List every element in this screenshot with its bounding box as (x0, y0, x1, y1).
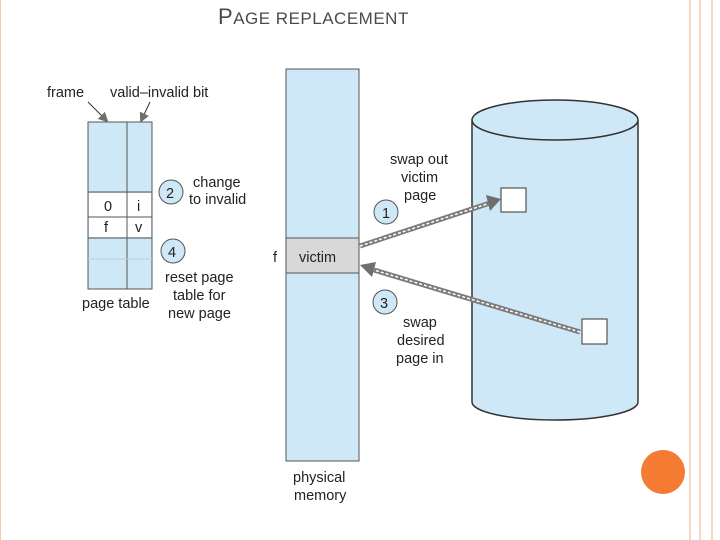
step-3-line3: page in (396, 351, 444, 367)
bit-pointer-arrow (139, 101, 151, 123)
step-4-line3: new page (168, 306, 231, 322)
slide-title: PAGE REPLACEMENT (218, 4, 409, 30)
physical-memory-label-line2: memory (294, 488, 347, 504)
step-3-line2: desired (397, 333, 445, 349)
victim-frame (285, 237, 360, 274)
step-3-line1: swap (403, 315, 437, 331)
swap-out-arrow (359, 195, 501, 249)
step-1-circle (373, 199, 399, 225)
page-table-row-0-frame: 0 (104, 199, 112, 215)
step-2-number: 2 (166, 186, 174, 202)
frame-pointer-arrow (87, 101, 109, 123)
page-table-label: page table (82, 296, 150, 312)
victim-label: victim (299, 250, 336, 266)
step-1-line2: victim (401, 170, 438, 186)
step-1-number: 1 (382, 206, 390, 222)
step-2-line2: to invalid (189, 192, 246, 208)
disk-cylinder (471, 99, 639, 421)
f-marker: f (273, 250, 278, 266)
step-4-line1: reset page (165, 270, 234, 286)
step-2-line1: change (193, 175, 241, 191)
step-3-number: 3 (380, 296, 388, 312)
step-1-line1: swap out (390, 152, 448, 168)
step-4-line2: table for (173, 288, 226, 304)
step-2-circle (158, 179, 184, 205)
title-rest: AGE REPLACEMENT (233, 9, 409, 28)
step-1-line3: page (404, 188, 436, 204)
frame-label: frame (47, 85, 84, 101)
step-4-circle (160, 238, 186, 264)
page-table-row-0-bit: i (137, 199, 140, 215)
page-table-row-1-bit: v (135, 220, 143, 236)
page-table (87, 121, 153, 290)
step-3-circle (372, 289, 398, 315)
physical-memory-label-line1: physical (293, 470, 345, 486)
valid-invalid-bit-label: valid–invalid bit (110, 85, 208, 101)
title-first-letter: P (218, 4, 234, 29)
step-4-number: 4 (168, 245, 176, 261)
disk-desired-page-slot (581, 318, 608, 345)
page-table-row-1-frame: f (104, 220, 109, 236)
swap-in-arrow (360, 262, 581, 335)
disk-victim-slot (500, 187, 527, 213)
accent-circle (641, 450, 685, 494)
